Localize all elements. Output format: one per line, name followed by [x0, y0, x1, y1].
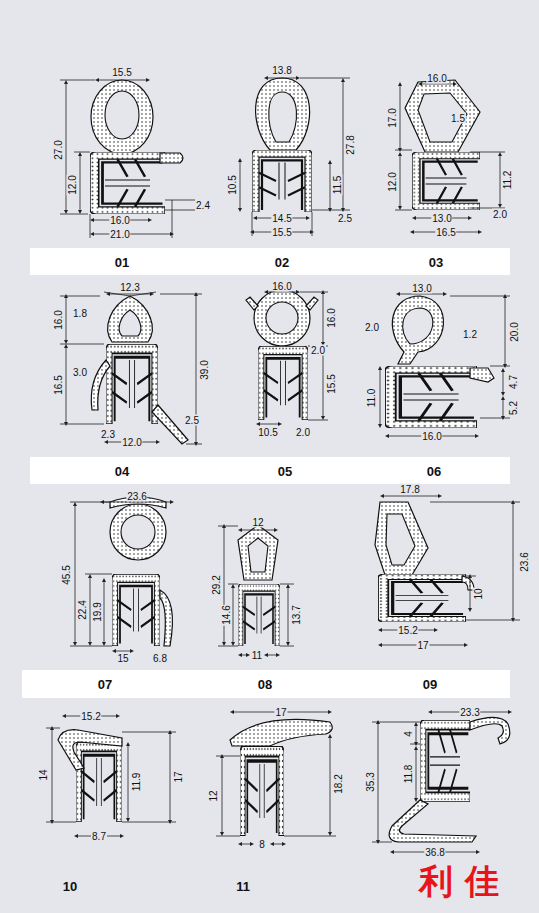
dimension-label: 15.2 [80, 711, 101, 722]
dimension-label: 16.0 [326, 307, 337, 328]
dimension-label: 29.2 [211, 574, 222, 595]
dimension-label: 15.5 [271, 227, 292, 238]
dimension-label: 27.0 [53, 139, 64, 160]
dimension-label: 2.5 [184, 415, 200, 426]
dimension-label: 15.5 [111, 67, 132, 78]
dimension-label: 23.6 [519, 551, 530, 572]
dimension-label: 12.0 [67, 174, 78, 195]
dimension-label: 17 [274, 707, 287, 718]
dimension-label: 10.5 [257, 427, 278, 438]
dimension-label: 1.8 [72, 308, 88, 319]
dimension-label: 17.0 [387, 107, 398, 128]
dimension-label: 2.0 [310, 345, 326, 356]
dimension-label: 22.4 [77, 599, 88, 620]
dimension-label: 14.5 [271, 213, 292, 224]
dimension-label: 16.0 [109, 215, 130, 226]
dimension-label: 36.8 [424, 847, 445, 858]
dimension-label: 6.8 [152, 653, 168, 664]
dimension-label: 17.8 [399, 484, 420, 495]
dimension-label: 14 [38, 768, 49, 781]
dimension-label: 10 [473, 587, 484, 600]
figure-number-band: 07 08 09 [22, 670, 510, 698]
dimension-label: 12.0 [387, 171, 398, 192]
dimension-label: 12.3 [119, 282, 140, 293]
figure-number: 01 [115, 254, 129, 269]
dimension-label: 13.0 [411, 283, 432, 294]
dimension-label: 2.5 [337, 213, 353, 224]
dimension-label: 23.6 [126, 491, 147, 502]
dimension-label: 11.5 [332, 175, 343, 196]
dimension-label: 23.3 [459, 707, 480, 718]
dimension-label: 17 [416, 640, 429, 651]
dimension-label: 2.4 [195, 200, 211, 211]
figure-number: 09 [423, 677, 437, 692]
dimension-label: 27.8 [345, 134, 356, 155]
dimension-label: 11.2 [502, 170, 513, 191]
dimension-label: 11.8 [403, 764, 414, 785]
dimension-label: 2.0 [295, 427, 311, 438]
dimension-label: 8 [258, 839, 266, 850]
figure-number: 03 [429, 254, 443, 269]
dimension-label: 19.9 [92, 601, 103, 622]
dimension-label: 2.0 [492, 209, 508, 220]
figure-number: 06 [427, 463, 441, 478]
dimension-label: 21.0 [109, 229, 130, 240]
dimension-label: 12.0 [121, 437, 142, 448]
dimension-label: 13.0 [431, 213, 452, 224]
dimension-label: 15.2 [397, 625, 418, 636]
watermark: 利佳 [418, 862, 512, 900]
figure-number: 02 [275, 254, 289, 269]
dimension-label: 11.0 [366, 388, 377, 409]
dimension-label: 12 [208, 789, 219, 802]
dimension-label: 14.6 [221, 604, 232, 625]
dimension-label: 16.0 [426, 73, 447, 84]
figure-number: 04 [115, 463, 129, 478]
dimension-label: 3.0 [72, 367, 88, 378]
dimension-label: 16.0 [271, 281, 292, 292]
dimension-label: 16.0 [421, 431, 442, 442]
dimension-label: 16.5 [435, 227, 456, 238]
figure-number: 08 [258, 677, 272, 692]
figure-number: 05 [278, 463, 292, 478]
dimension-label: 8.7 [91, 831, 107, 842]
dimension-label: 39.0 [199, 359, 210, 380]
dimension-label: 4 [403, 730, 414, 738]
dimension-label: 10.5 [227, 174, 238, 195]
dimension-label: 35.3 [365, 771, 376, 792]
dimension-label: 5.2 [508, 400, 519, 416]
dimension-label: 18.2 [333, 773, 344, 794]
dimension-label: 45.5 [61, 564, 72, 585]
dimension-label: 17 [173, 770, 184, 783]
figure-number: 07 [98, 677, 112, 692]
dimension-label: 2.0 [364, 322, 380, 333]
dimension-label: 13.7 [291, 604, 302, 625]
figure-number-band: 04 05 06 [30, 457, 510, 484]
dimension-label: 16.5 [53, 374, 64, 395]
figure-number: 11 [235, 879, 251, 894]
dimension-label: 1.2 [462, 329, 478, 340]
dimension-label: 1.5 [450, 113, 466, 124]
figure-number-band: 01 02 03 [30, 248, 510, 275]
dimension-label: 15 [116, 653, 129, 664]
dimension-label: 15.5 [326, 373, 337, 394]
dimension-label: 2.3 [100, 429, 116, 440]
dimension-label: 11.9 [131, 772, 142, 793]
dimension-label: 13.8 [271, 65, 292, 76]
figure-number: 10 [62, 879, 78, 894]
dimension-label: 11 [251, 650, 263, 661]
dimension-label: 16.0 [53, 309, 64, 330]
dimension-label: 12 [251, 517, 264, 528]
dimension-label: 20.0 [509, 321, 520, 342]
dimension-label: 4.7 [508, 374, 519, 390]
